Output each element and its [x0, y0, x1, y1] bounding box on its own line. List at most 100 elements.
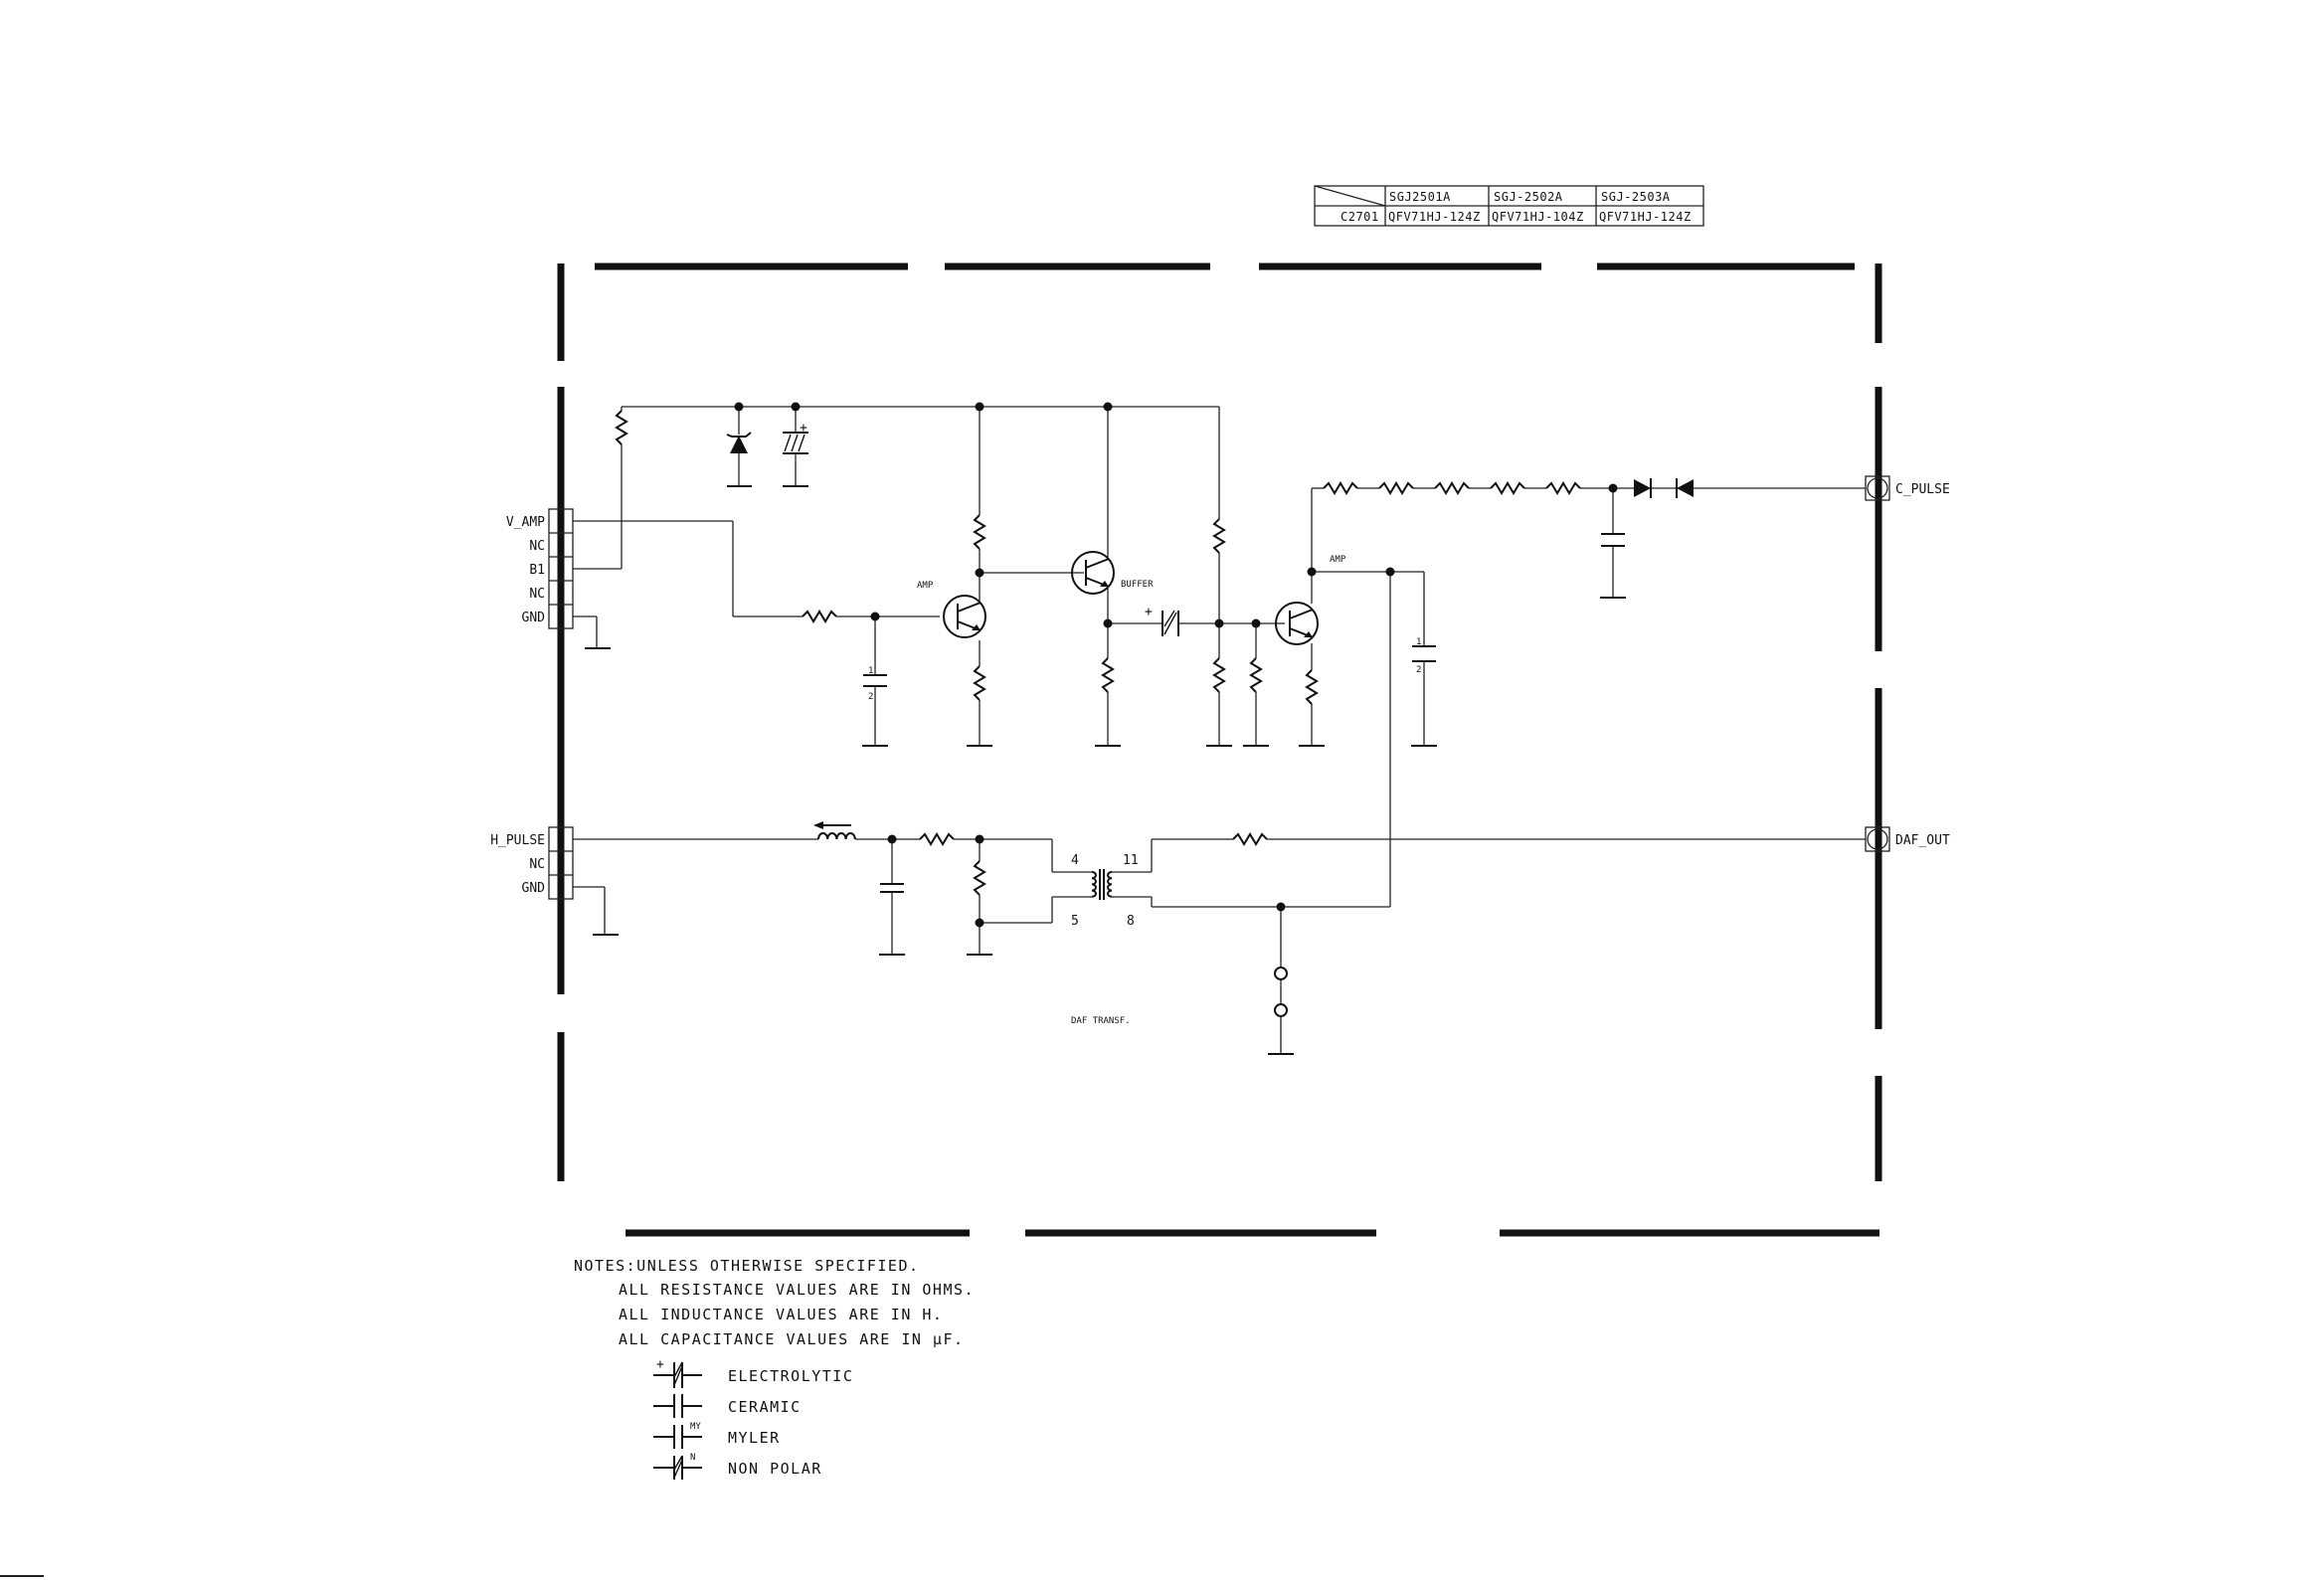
- legend-non-polar-label: NON POLAR: [728, 1460, 822, 1478]
- svg-text:DAF_OUT: DAF_OUT: [1895, 833, 1950, 848]
- pin-gnd-top: 1 GND: [522, 611, 565, 625]
- svg-text:8: 8: [1127, 914, 1135, 929]
- capacitor-cpulse-filter: [1601, 533, 1625, 547]
- resistor-cpulse-4: [1490, 482, 1525, 494]
- svg-text:N: N: [690, 1453, 695, 1463]
- table-row-label: C2701: [1341, 210, 1379, 224]
- inductor-h-pulse: [813, 821, 856, 840]
- svg-text:+: +: [800, 421, 807, 436]
- transistor-buffer: BUFFER: [1071, 551, 1154, 595]
- legend-electrolytic-label: ELECTROLYTIC: [728, 1367, 853, 1385]
- svg-text:1: 1: [1874, 833, 1881, 848]
- svg-text:GND: GND: [522, 611, 546, 625]
- resistor-amp-collector: [974, 514, 985, 550]
- ground-symbols-lower: [593, 934, 1294, 1055]
- pin-nc-4: 4 NC: [529, 539, 565, 554]
- table-cell-1: QFV71HJ-124Z: [1388, 210, 1481, 224]
- svg-text:+: +: [656, 1357, 664, 1372]
- electrolytic-capacitor-coupling: +: [1145, 605, 1179, 636]
- svg-text:NC: NC: [529, 587, 545, 602]
- daf-transformer: 4 5 11 8: [1052, 853, 1152, 929]
- electrolytic-capacitor-symbol: +: [653, 1357, 702, 1388]
- svg-text:11: 11: [1123, 853, 1139, 868]
- svg-text:4: 4: [557, 539, 565, 554]
- junction-dots-lower: [887, 834, 1286, 928]
- resistor-cpulse-3: [1434, 482, 1470, 494]
- svg-text:H_PULSE: H_PULSE: [490, 833, 545, 848]
- svg-text:V_AMP: V_AMP: [506, 515, 545, 530]
- pin-nc-bottom: 2 NC: [529, 857, 565, 872]
- table-cell-3: QFV71HJ-124Z: [1599, 210, 1692, 224]
- legend-myler-label: MYLER: [728, 1429, 781, 1447]
- notes-block: NOTES:UNLESS OTHERWISE SPECIFIED. ALL RE…: [574, 1257, 975, 1480]
- svg-text:1: 1: [1416, 637, 1421, 647]
- resistor-divider-bottom: [1213, 657, 1225, 693]
- table-header-1: SGJ2501A: [1389, 190, 1451, 204]
- resistor-buffer-emitter: [1102, 657, 1114, 693]
- variant-table: SGJ2501A SGJ-2502A SGJ-2503A C2701 QFV71…: [1314, 185, 1704, 227]
- svg-text:1: 1: [868, 666, 873, 676]
- resistor-daf-out: [1232, 833, 1268, 845]
- ceramic-capacitor-symbol: [653, 1394, 702, 1418]
- svg-text:3: 3: [557, 833, 565, 848]
- electrolytic-capacitor-supply: +: [783, 421, 808, 454]
- svg-text:GND: GND: [522, 881, 546, 896]
- svg-text:MY: MY: [690, 1422, 701, 1432]
- notes-heading: NOTES:UNLESS OTHERWISE SPECIFIED.: [574, 1257, 920, 1275]
- svg-text:3: 3: [557, 563, 565, 578]
- test-points: [1274, 966, 1288, 1017]
- resistor-cpulse-2: [1378, 482, 1414, 494]
- port-daf-out: 1 DAF_OUT: [1865, 826, 1950, 852]
- resistor-amp2-base: [1250, 657, 1262, 693]
- resistor-cpulse-1: [1323, 482, 1358, 494]
- pin-gnd-bottom: 1 GND: [522, 881, 565, 896]
- table-cell-2: QFV71HJ-104Z: [1492, 210, 1584, 224]
- upper-circuit-parts: + 1 2 + 1 2: [585, 402, 1694, 747]
- diode-cpulse-1: [1634, 478, 1652, 498]
- svg-text:+: +: [1145, 605, 1153, 619]
- legend-ceramic-label: CERAMIC: [728, 1398, 802, 1416]
- svg-text:B1: B1: [529, 563, 545, 578]
- diode-cpulse-2: [1676, 478, 1694, 498]
- svg-text:1: 1: [1874, 482, 1881, 497]
- resistor-b1-feed: [616, 410, 627, 445]
- transistor-amp: AMP: [917, 581, 986, 638]
- board-outline: [557, 263, 1882, 1237]
- resistor-amp2-emitter: [1306, 669, 1318, 705]
- table-header-3: SGJ-2503A: [1601, 190, 1671, 204]
- svg-text:2: 2: [1416, 665, 1421, 675]
- svg-text:1: 1: [557, 881, 565, 896]
- svg-text:C_PULSE: C_PULSE: [1895, 482, 1950, 497]
- pin-v-amp: 5 V_AMP: [506, 515, 565, 530]
- resistor-divider-top: [1213, 518, 1225, 554]
- svg-text:5: 5: [1071, 914, 1079, 929]
- connector-top: 5 V_AMP 4 NC 3 B1 2 NC 1 GND: [506, 508, 574, 629]
- zener-diode-symbol: [726, 432, 752, 453]
- svg-text:NC: NC: [529, 857, 545, 872]
- svg-text:4: 4: [1071, 853, 1079, 868]
- svg-text:1: 1: [557, 611, 565, 625]
- svg-text:AMP: AMP: [917, 581, 934, 591]
- transistor-amp2: AMP: [1275, 555, 1346, 645]
- junction-dots-upper: [734, 402, 1618, 628]
- ground-symbols-upper: [585, 485, 1626, 747]
- svg-text:5: 5: [557, 515, 565, 530]
- table-header-2: SGJ-2502A: [1494, 190, 1563, 204]
- svg-text:2: 2: [557, 857, 565, 872]
- resistor-cpulse-5: [1545, 482, 1581, 494]
- connector-bottom: 3 H_PULSE 2 NC 1 GND: [490, 826, 574, 900]
- resistor-h-pulse-shunt: [974, 860, 985, 896]
- notes-resistance: ALL RESISTANCE VALUES ARE IN OHMS.: [619, 1281, 975, 1299]
- capacitor-collector: 1 2: [1412, 637, 1436, 675]
- capacitor-base: 1 2: [863, 666, 887, 702]
- svg-text:2: 2: [868, 692, 873, 702]
- resistor-amp-emitter: [974, 665, 985, 701]
- svg-text:2: 2: [557, 587, 565, 602]
- transformer-label: DAF TRANSF.: [1071, 1016, 1131, 1026]
- resistor-h-pulse-series: [919, 833, 955, 845]
- svg-text:AMP: AMP: [1330, 555, 1346, 565]
- capacitor-h-pulse: [880, 883, 904, 893]
- svg-text:BUFFER: BUFFER: [1121, 580, 1154, 590]
- pin-b1: 3 B1: [529, 563, 565, 578]
